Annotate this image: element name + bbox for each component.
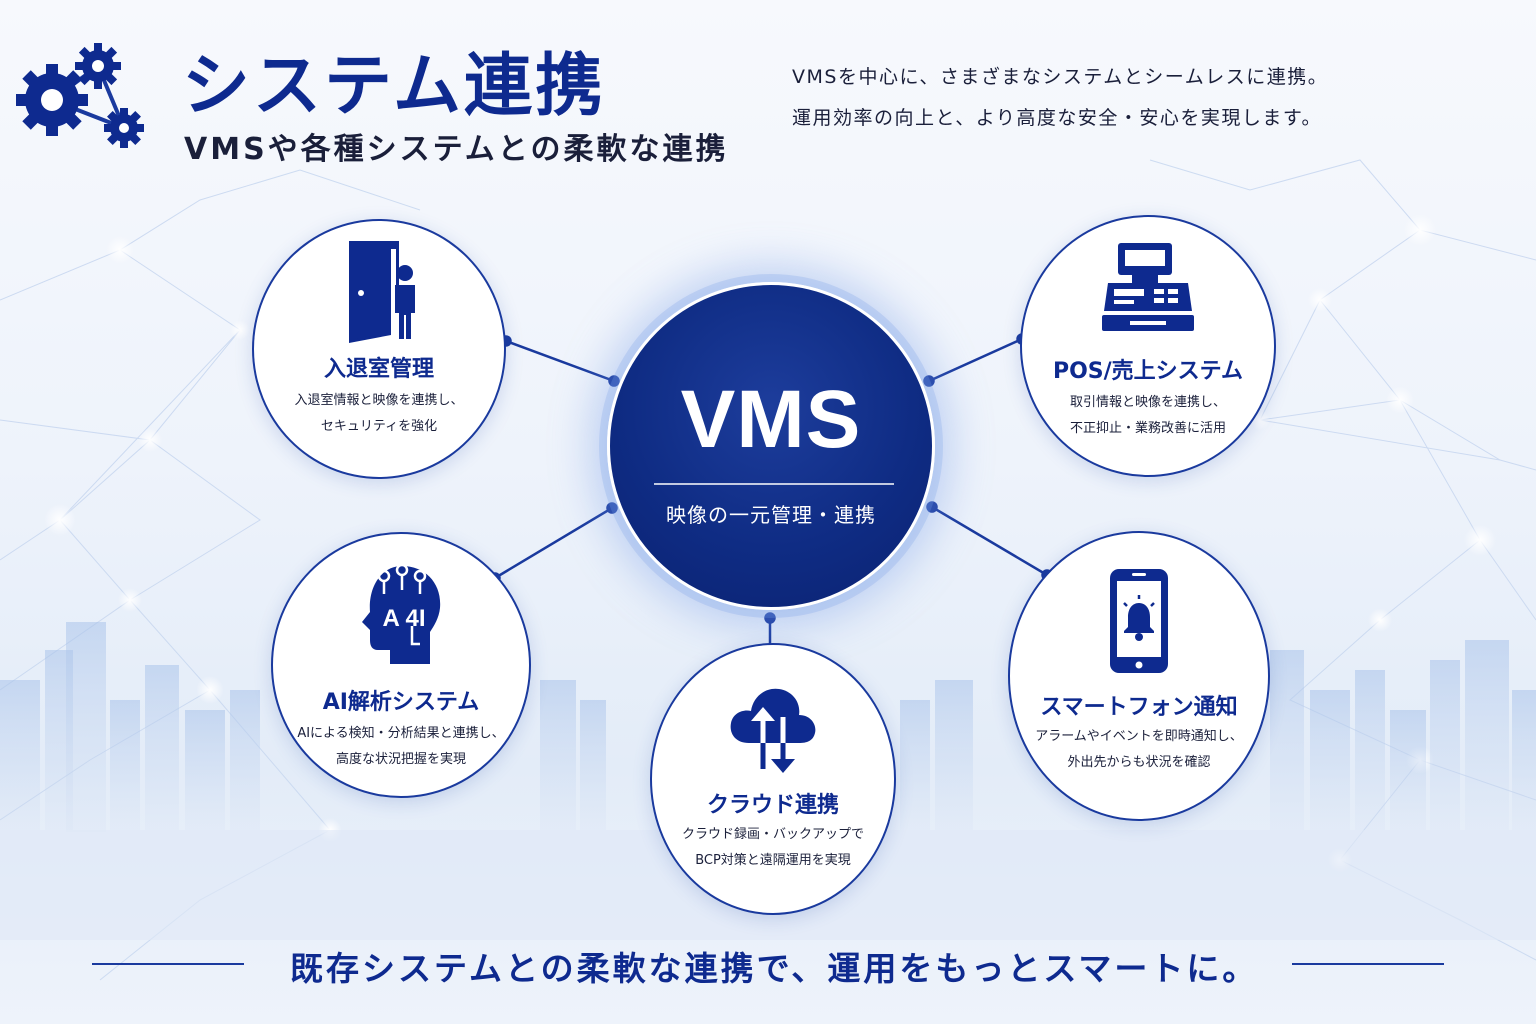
hub-divider [654, 483, 894, 485]
hub-subtitle: 映像の一元管理・連携 [666, 503, 876, 527]
node-text-line-1: アラームやイベントを即時通知し、 [1035, 729, 1243, 744]
footer-divider-left [92, 963, 244, 965]
page-subtitle: VMSや各種システムとの柔軟な連携 [184, 132, 729, 167]
cash-register-icon [1102, 243, 1194, 331]
node-title: 入退室管理 [323, 357, 434, 382]
footer-tagline: 既存システムとの柔軟な連携で、運用をもっとスマートに。 [290, 949, 1259, 988]
connector-access [505, 339, 615, 383]
node-title: POS/売上システム [1052, 359, 1244, 384]
node-ai-analytics: A 4I AI解析システム AIによる検知・分析結果と連携し、 高度な状況把握を… [271, 532, 531, 798]
node-title: スマートフォン通知 [1040, 695, 1238, 720]
node-text-line-2: セキュリティを強化 [320, 419, 438, 434]
cloud-sync-icon [730, 688, 816, 773]
node-text-line-1: AIによる検知・分析結果と連携し、 [297, 726, 505, 741]
node-cloud-integration: クラウド連携 クラウド録画・バックアップで BCP対策と遠隔運用を実現 [650, 643, 896, 915]
node-text-line-2: 外出先からも状況を確認 [1067, 755, 1211, 770]
gears-network-icon [16, 43, 144, 148]
node-title: クラウド連携 [706, 793, 839, 818]
vms-hub: VMS 映像の一元管理・連携 [607, 282, 935, 610]
page-title: システム連携 [182, 47, 606, 126]
connector-pos [928, 337, 1023, 383]
node-title: AI解析システム [322, 690, 480, 715]
node-text-line-2: BCP対策と遠隔運用を実現 [695, 853, 851, 868]
door-person-icon [349, 241, 415, 343]
connector-phone [931, 505, 1048, 577]
ai-icon-text: A 4I [382, 605, 425, 632]
connector-ai [494, 506, 613, 580]
node-text-line-1: 入退室情報と映像を連携し、 [294, 393, 464, 408]
node-text-line-1: 取引情報と映像を連携し、 [1069, 395, 1226, 410]
hub-title: VMS [680, 374, 862, 465]
smartphone-bell-icon [1110, 569, 1168, 673]
description-line-1: VMSを中心に、さまざまなシステムとシームレスに連携。 [792, 66, 1329, 88]
node-text-line-2: 不正抑止・業務改善に活用 [1069, 421, 1226, 436]
node-access-control: 入退室管理 入退室情報と映像を連携し、 セキュリティを強化 [252, 219, 506, 479]
node-text-line-1: クラウド録画・バックアップで [681, 827, 864, 842]
node-smartphone-notification: スマートフォン通知 アラームやイベントを即時通知し、 外出先からも状況を確認 [1008, 531, 1270, 821]
description-line-2: 運用効率の向上と、より高度な安全・安心を実現します。 [792, 107, 1322, 129]
ai-head-icon: A 4I [362, 563, 441, 664]
footer-divider-right [1292, 963, 1444, 965]
node-text-line-2: 高度な状況把握を実現 [335, 752, 466, 767]
node-pos-sales: POS/売上システム 取引情報と映像を連携し、 不正抑止・業務改善に活用 [1020, 215, 1276, 477]
